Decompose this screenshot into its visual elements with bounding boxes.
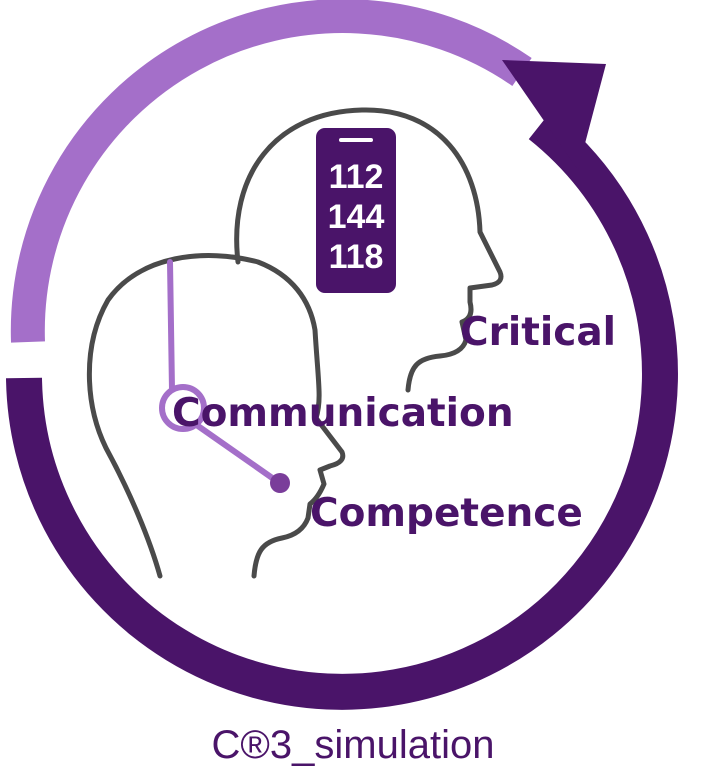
headset-band xyxy=(167,259,175,393)
phone-number-3: 118 xyxy=(329,238,384,276)
label-critical: Critical xyxy=(460,310,616,355)
phone-number-1: 112 xyxy=(329,158,384,196)
label-communication: Communication xyxy=(172,391,514,436)
logo-caption: C®3_simulation xyxy=(212,723,495,767)
cycle-arrow-light-segment xyxy=(10,0,532,343)
label-competence: Competence xyxy=(310,491,583,536)
headset-earpiece-icon xyxy=(159,384,207,432)
headset-mic-icon xyxy=(270,473,290,493)
phone-number-2: 144 xyxy=(328,198,385,236)
head-outline-front xyxy=(86,253,346,579)
head-outline-back xyxy=(234,107,504,393)
cycle-arrow-dark-segment xyxy=(6,110,678,710)
cycle-arrowhead-icon xyxy=(502,60,606,170)
headset-mic-arm xyxy=(195,423,281,485)
emergency-phone-icon: 112 144 118 xyxy=(316,128,396,293)
